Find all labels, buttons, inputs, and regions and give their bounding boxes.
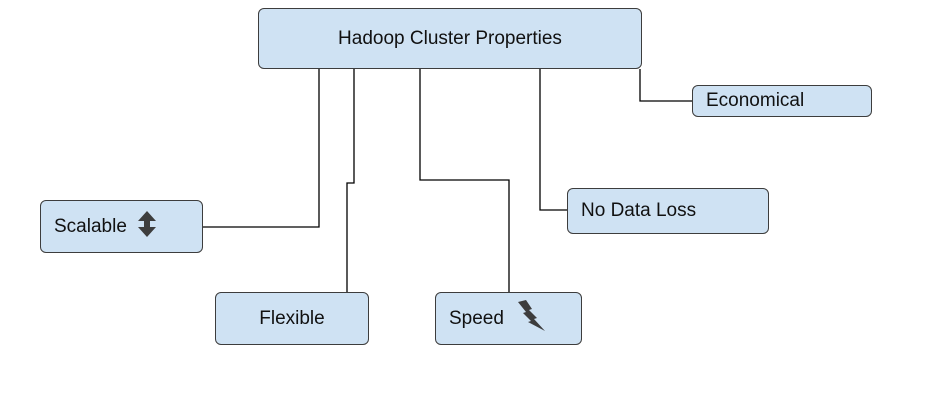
connector-economical: [639, 69, 692, 102]
property-node-speed: Speed: [435, 292, 582, 345]
connector-flexible: [346, 69, 355, 292]
connector-speed: [419, 69, 510, 292]
property-node-no-data-loss: No Data Loss: [567, 188, 769, 234]
property-node-economical: Economical: [692, 85, 872, 117]
connector-scalable: [203, 69, 320, 228]
root-node-hadoop-cluster-properties: Hadoop Cluster Properties: [258, 8, 642, 69]
property-node-label: Economical: [706, 90, 805, 111]
property-node-label: No Data Loss: [581, 200, 697, 221]
root-node-label: Hadoop Cluster Properties: [338, 27, 562, 49]
property-node-label: Speed: [449, 307, 504, 329]
property-node-label: Scalable: [54, 215, 127, 237]
property-node-scalable: Scalable: [40, 200, 203, 253]
connector-no-data-loss: [539, 69, 567, 211]
lightning-bolt-icon: [514, 299, 548, 339]
property-node-flexible: Flexible: [215, 292, 369, 345]
property-node-label: Flexible: [259, 307, 325, 329]
up-down-arrow-icon: [137, 210, 157, 244]
